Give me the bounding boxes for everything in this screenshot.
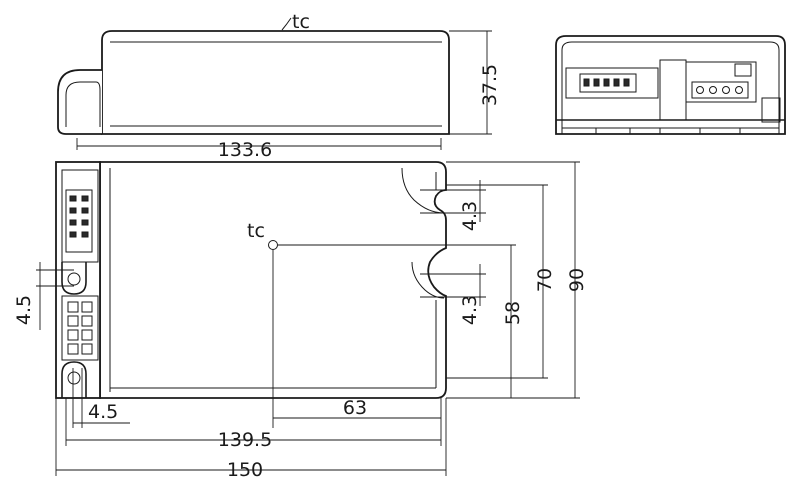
dim-58: 58	[502, 301, 524, 325]
dim-139-5: 139.5	[218, 429, 272, 451]
side-view	[57, 17, 450, 135]
dim-133-6: 133.6	[218, 139, 272, 161]
dim-4-5-bottom: 4.5	[88, 401, 118, 423]
end-view	[555, 35, 786, 135]
dim-70: 70	[534, 268, 556, 292]
dimension-lines	[36, 30, 580, 476]
dim-37-5: 37.5	[479, 64, 501, 106]
top-view	[55, 161, 447, 399]
tc-label-top: tc	[247, 220, 265, 242]
dim-63: 63	[343, 397, 367, 419]
dimension-labels: tc tc 37.5 133.6 4.3 4.3 58 70 90 4.5 4.…	[13, 11, 588, 481]
dim-150: 150	[227, 459, 263, 481]
tc-label-side: tc	[292, 11, 310, 33]
dim-90: 90	[566, 268, 588, 292]
dim-4-5-left: 4.5	[13, 295, 35, 325]
dim-4-3-upper: 4.3	[459, 201, 481, 231]
dim-4-3-lower: 4.3	[459, 295, 481, 325]
